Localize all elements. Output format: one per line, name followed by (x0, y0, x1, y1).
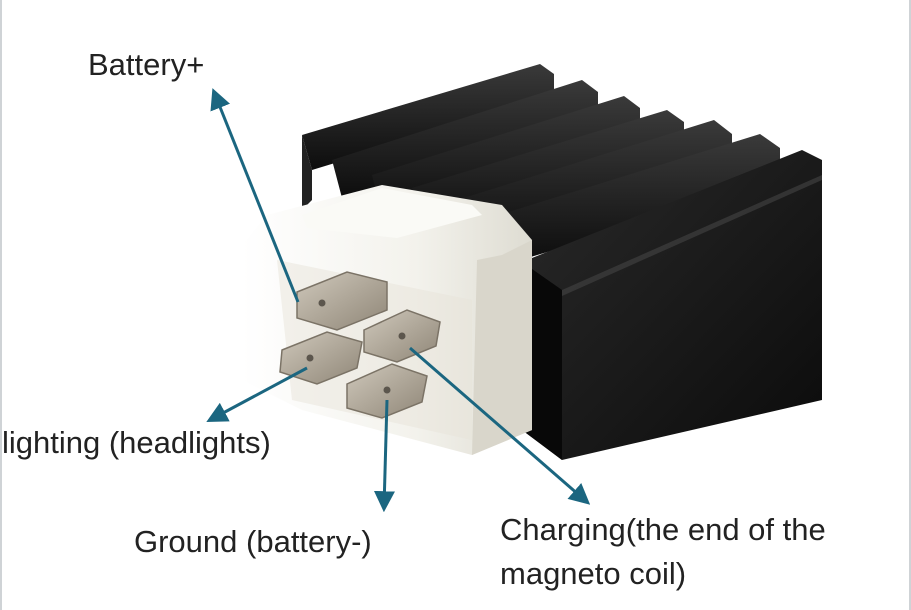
label-lighting: lighting (headlights) (2, 425, 271, 460)
arrow-lighting (206, 366, 308, 422)
arrow-ground (373, 399, 395, 513)
heatsink-fins (302, 64, 780, 262)
arrow-charging (409, 346, 591, 505)
arrow-battery-plus (210, 88, 300, 303)
label-charging-line1: Charging(the end of the (500, 512, 826, 547)
label-ground: Ground (battery-) (134, 524, 372, 559)
label-battery-plus: Battery+ (88, 47, 205, 82)
label-charging-line2: magneto coil) (500, 556, 687, 591)
callout-arrows (206, 88, 591, 513)
